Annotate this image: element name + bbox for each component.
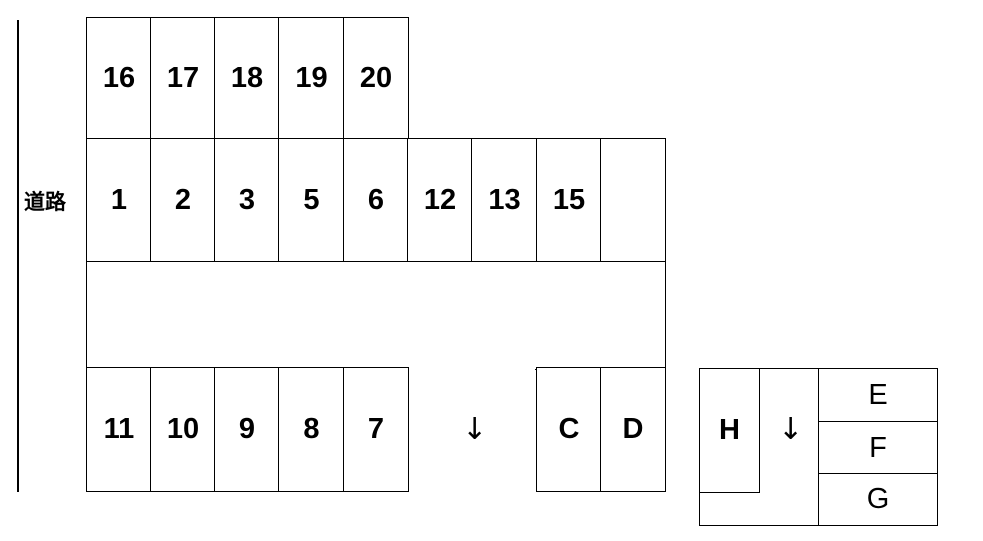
space-8: 8: [278, 367, 345, 492]
space-19: 19: [278, 17, 345, 140]
space-16: 16: [86, 17, 152, 140]
space-C: C: [536, 367, 602, 492]
space-G: G: [818, 473, 938, 526]
space-D: D: [600, 367, 666, 492]
space-3: 3: [214, 138, 280, 262]
down-arrow-2: ↓: [778, 412, 804, 447]
road-label: 道路: [24, 190, 66, 214]
gap-cover: [409, 366, 535, 372]
space-5: 5: [278, 138, 345, 262]
space-2: 2: [150, 138, 216, 262]
space-H: H: [699, 368, 760, 493]
space-15: 15: [536, 138, 602, 262]
space-18: 18: [214, 17, 280, 140]
space-6: 6: [343, 138, 409, 262]
space-7: 7: [343, 367, 409, 492]
space-13: 13: [471, 138, 538, 262]
space-E: E: [818, 368, 938, 423]
space-20: 20: [343, 17, 409, 140]
down-arrow-1: ↓: [462, 412, 488, 447]
space-11: 11: [86, 367, 152, 492]
road-line: [17, 20, 19, 492]
space-12: 12: [407, 138, 473, 262]
space-9: 9: [214, 367, 280, 492]
space-17: 17: [150, 17, 216, 140]
space-F: F: [818, 421, 938, 475]
space-blank: [600, 138, 666, 262]
space-1: 1: [86, 138, 152, 262]
space-10: 10: [150, 367, 216, 492]
